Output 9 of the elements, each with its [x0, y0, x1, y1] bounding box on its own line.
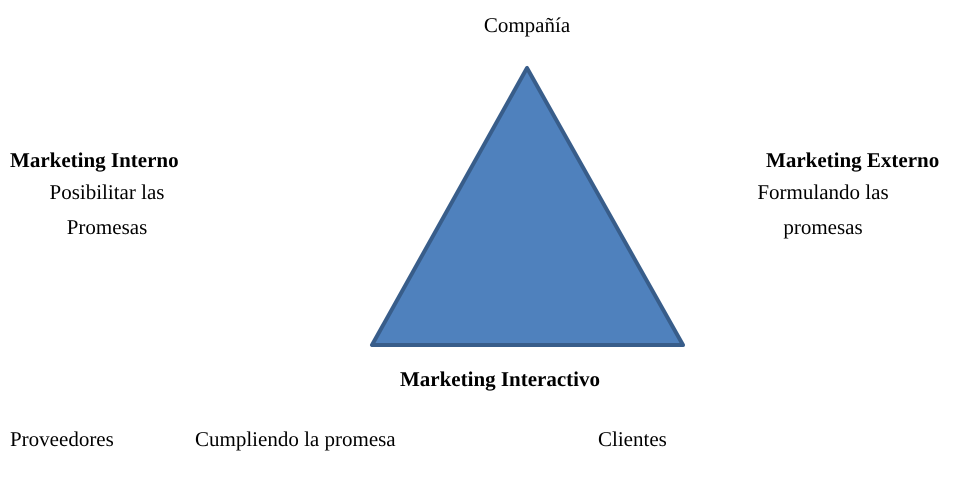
- text-label: Compañía: [482, 12, 572, 39]
- text-label: Clientes: [598, 426, 667, 453]
- text-label: Posibilitar las Promesas: [48, 179, 166, 241]
- text-label: Proveedores: [10, 426, 114, 453]
- heading-label: Marketing Externo: [766, 147, 940, 174]
- heading-label: Marketing Interno: [10, 147, 179, 174]
- text-label: Formulando las promesas: [756, 179, 890, 241]
- text-label: Cumpliendo la promesa: [195, 426, 396, 453]
- heading-label: Marketing Interactivo: [398, 366, 602, 393]
